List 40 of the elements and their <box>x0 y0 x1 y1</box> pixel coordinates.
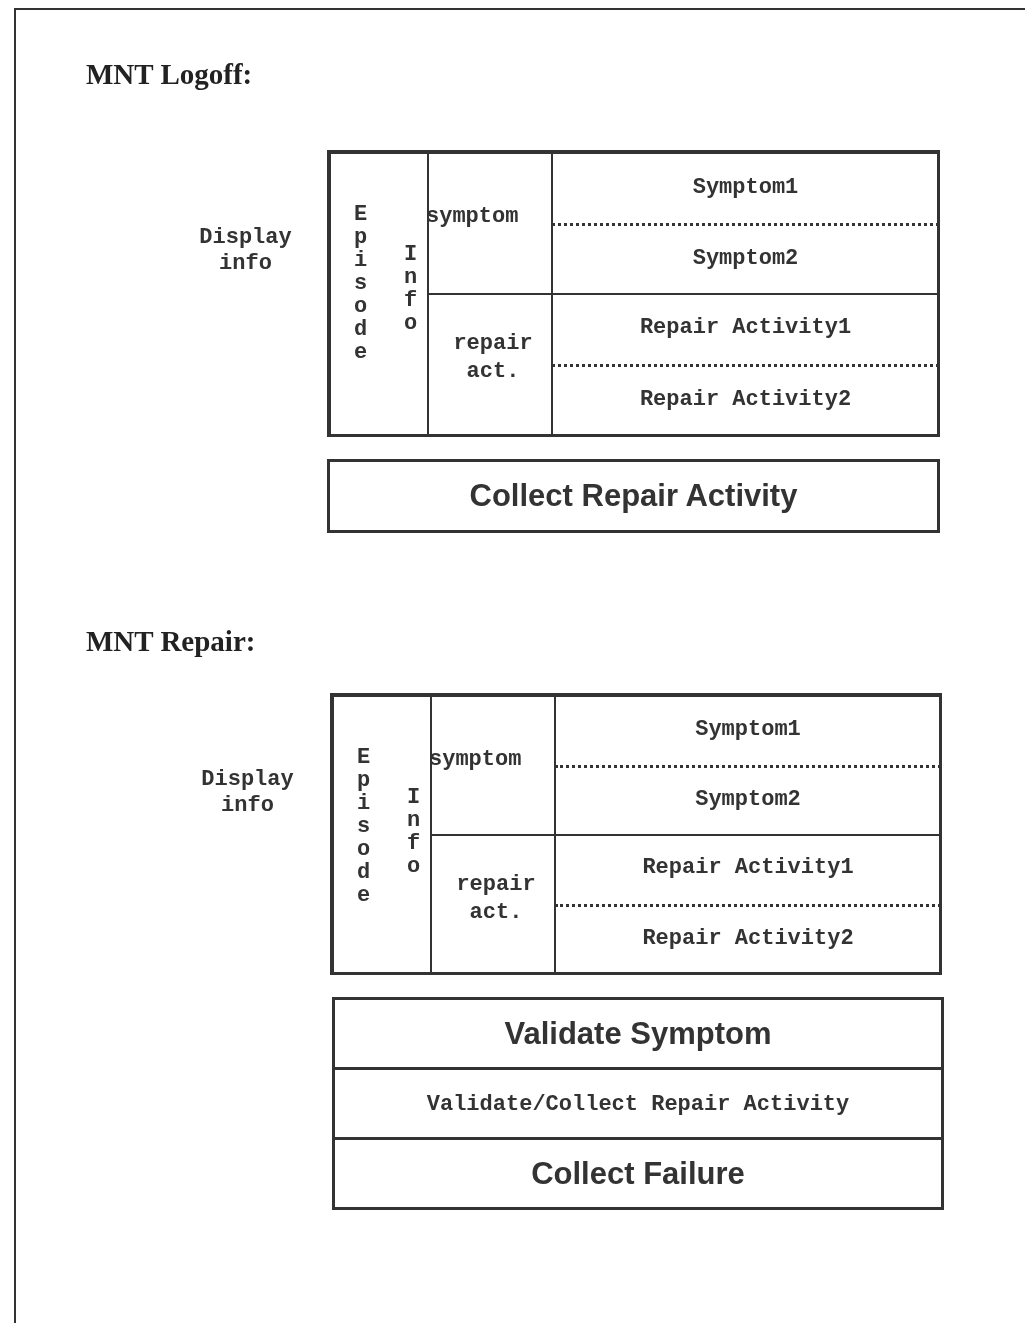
grid-cell <box>430 834 556 975</box>
row-heading: symptom <box>429 747 522 772</box>
grid-cell <box>427 293 553 437</box>
box-label: Validate Symptom <box>503 1015 773 1052</box>
grid-cell <box>554 834 942 975</box>
cell-text: Repair Activity1 <box>638 315 853 340</box>
grid-cell <box>333 696 432 975</box>
grid-cell <box>554 696 942 836</box>
function-box <box>332 1067 944 1140</box>
display-grid <box>330 693 942 975</box>
cell-text: Repair Activity1 <box>641 855 855 881</box>
cell-text: Symptom2 <box>694 787 802 812</box>
row-heading: symptom <box>426 204 519 229</box>
grid-cell <box>427 153 553 295</box>
row-heading: repair act. <box>452 330 534 386</box>
row-heading: repair act. <box>455 871 537 927</box>
cell-text: Repair Activity2 <box>638 387 853 412</box>
grid-cell <box>551 153 940 295</box>
column-heading: Info <box>402 785 424 877</box>
box-label: Collect Repair Activity <box>468 478 799 514</box>
grid-cell <box>330 153 429 437</box>
column-heading: Episode <box>349 202 371 363</box>
section-heading: MNT Repair: <box>86 625 256 658</box>
side-label: Display info <box>200 767 295 819</box>
cell-text: Symptom1 <box>691 174 800 200</box>
display-grid <box>327 150 940 437</box>
box-label: Validate/Collect Repair Activity <box>425 1091 851 1116</box>
function-box <box>327 459 940 533</box>
section-heading: MNT Logoff: <box>86 58 253 91</box>
column-heading: Info <box>399 242 421 334</box>
side-label: Display info <box>198 225 293 277</box>
cell-text: Repair Activity2 <box>641 925 855 951</box>
column-heading: Episode <box>352 745 374 906</box>
function-box <box>332 1137 944 1210</box>
grid-cell <box>430 696 556 836</box>
cell-text: Symptom1 <box>694 717 802 742</box>
box-label: Collect Failure <box>530 1155 746 1192</box>
cell-text: Symptom2 <box>691 245 800 271</box>
function-box <box>332 997 944 1070</box>
grid-cell <box>551 293 940 437</box>
